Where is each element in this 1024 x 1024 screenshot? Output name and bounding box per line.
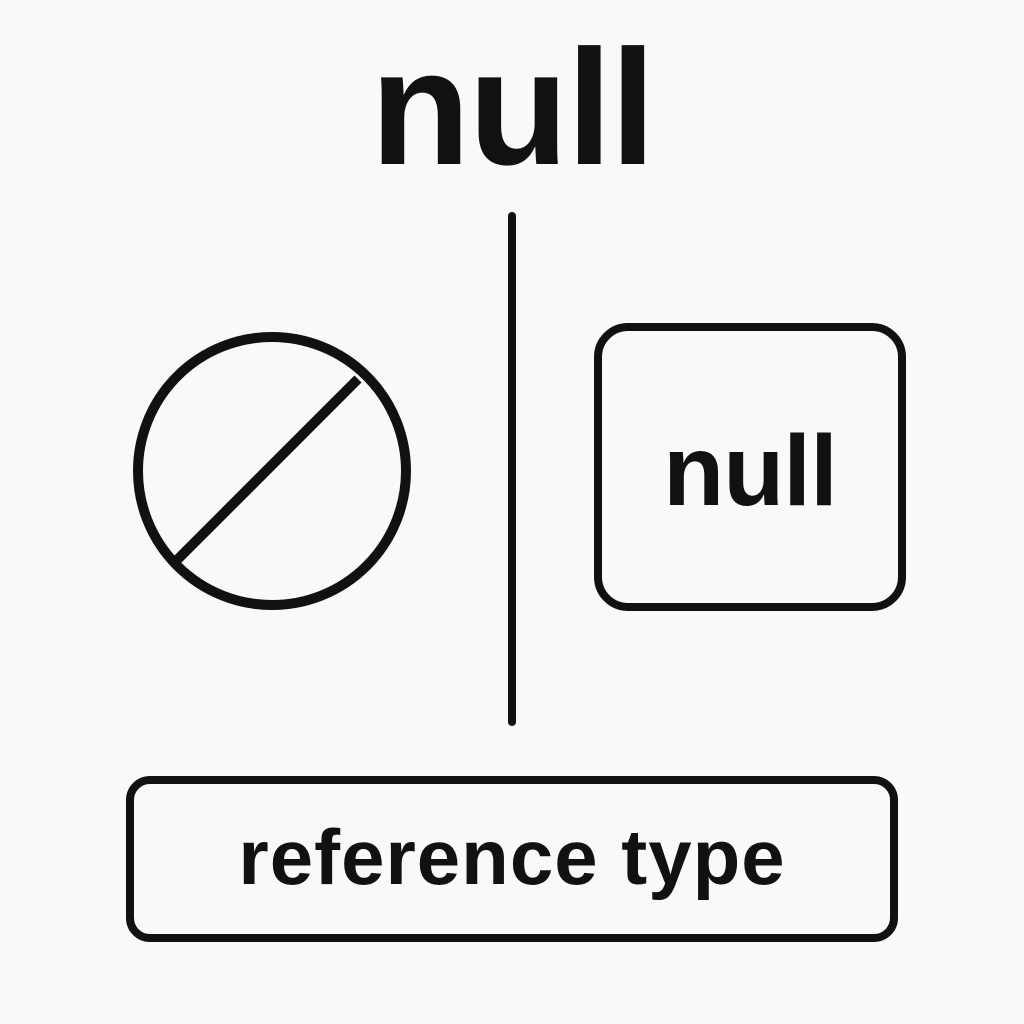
diagram-title: null xyxy=(370,16,655,199)
vertical-divider xyxy=(508,212,516,726)
reference-type-label: reference type xyxy=(238,813,786,901)
null-prohibition-icon xyxy=(132,331,412,611)
null-value-box: null xyxy=(594,323,906,611)
reference-type-box: reference type xyxy=(126,776,898,942)
null-value-label: null xyxy=(663,415,838,527)
